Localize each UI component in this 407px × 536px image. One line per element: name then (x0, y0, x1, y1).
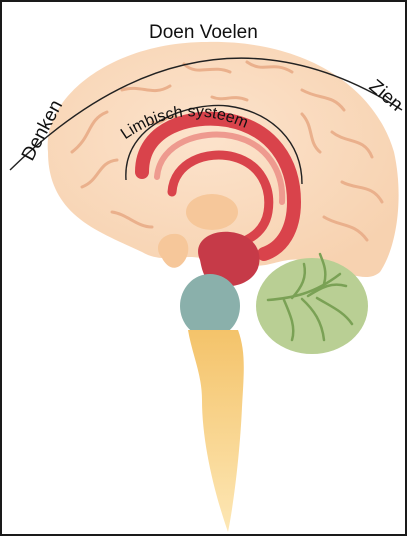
brainstem (188, 330, 244, 532)
label-doen-voelen: Doen Voelen (149, 22, 258, 43)
cerebellum (256, 258, 368, 354)
thalamus (186, 194, 238, 230)
hypothalamus (158, 234, 188, 268)
pons (180, 274, 240, 338)
